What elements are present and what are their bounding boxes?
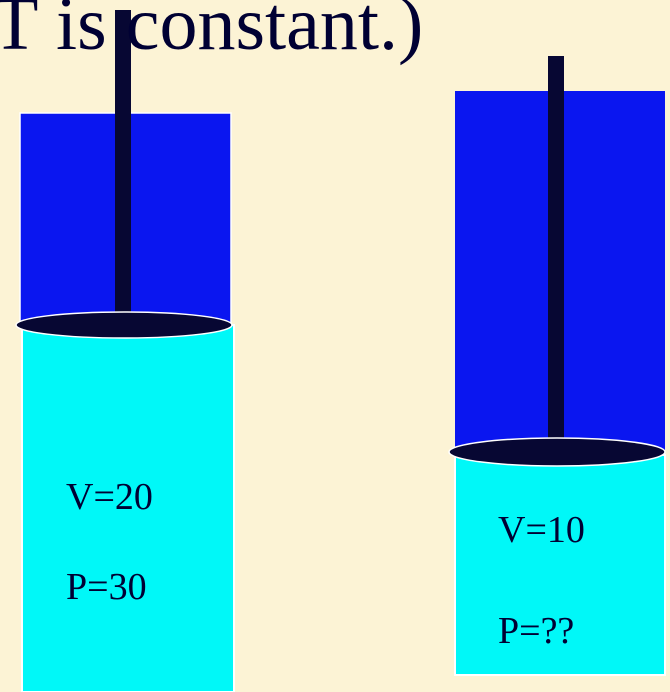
left-pressure-label: P=30 [66,566,147,608]
left-cylinder-gas [21,324,235,692]
left-volume-label: V=20 [66,476,153,518]
right-cylinder-gas [454,454,666,676]
right-pressure-label: P=?? [498,610,575,652]
left-cylinder [15,10,235,692]
right-piston-head [448,437,666,467]
right-cylinder [448,56,666,676]
right-volume-label: V=10 [498,509,585,551]
left-piston-head [15,311,233,339]
slide-heading: T is constant.) [0,0,424,66]
right-piston-rod [548,56,564,449]
left-piston-rod [115,10,131,322]
